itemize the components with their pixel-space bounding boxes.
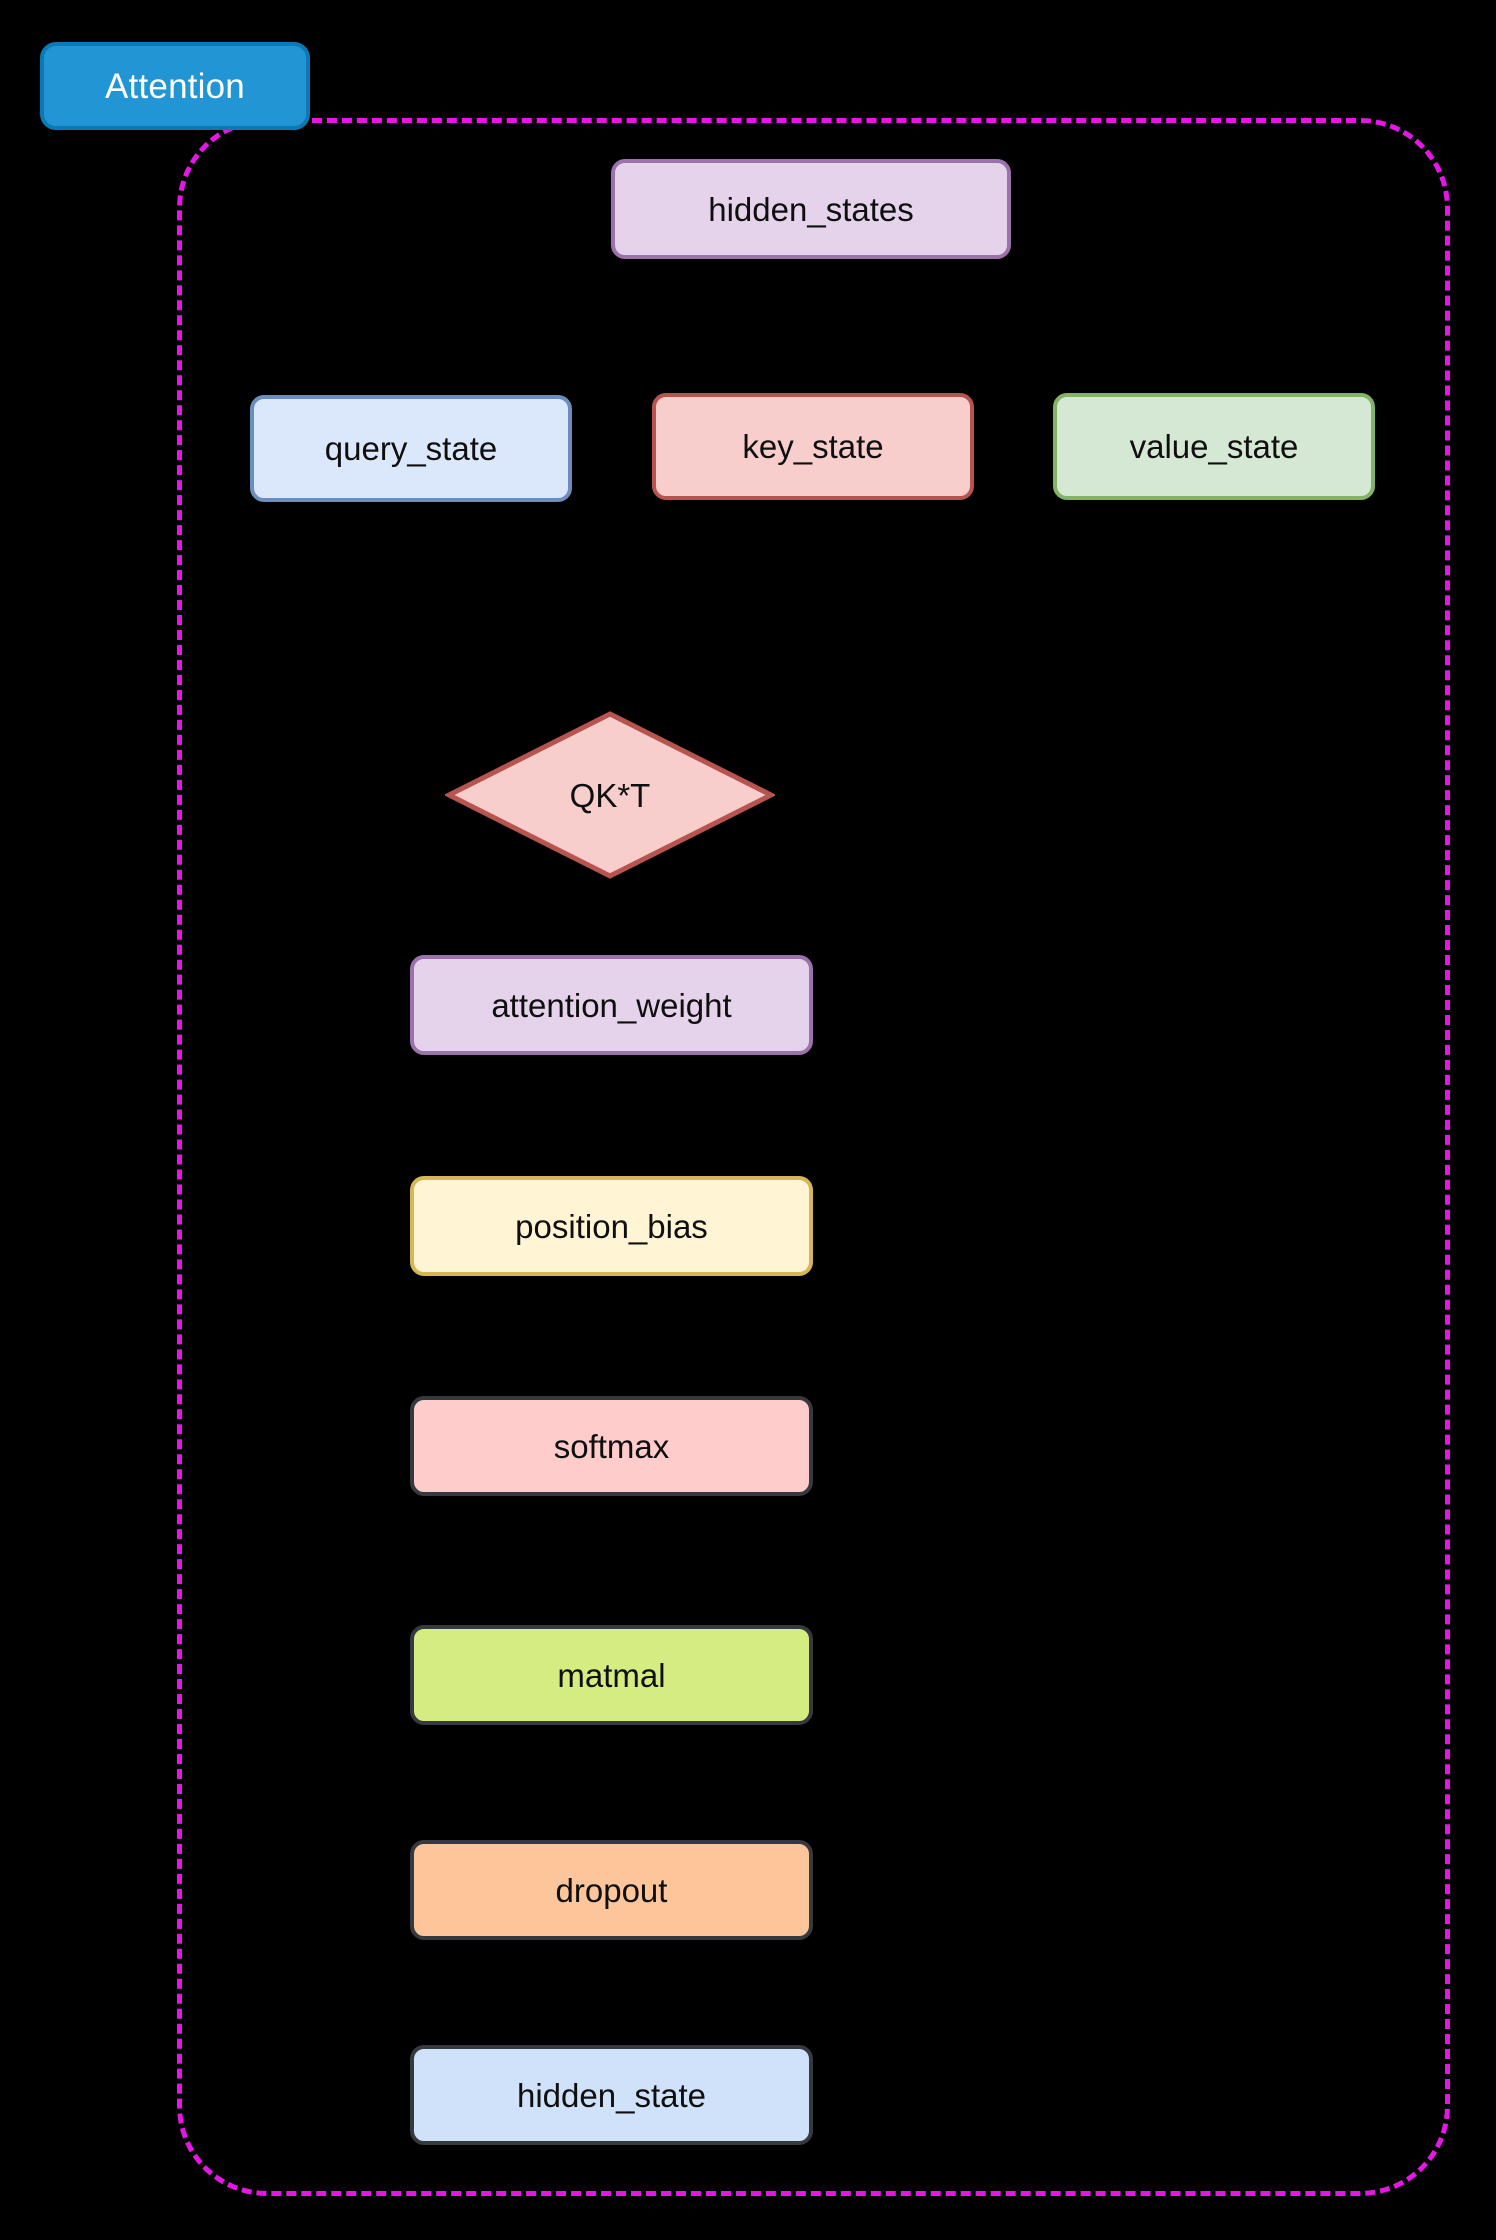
node-label: attention_weight (491, 986, 732, 1024)
node-label: softmax (553, 1427, 670, 1465)
node-softmax[interactable]: softmax (410, 1396, 813, 1496)
node-qkt[interactable]: QK*T (445, 710, 775, 880)
node-attention-weight[interactable]: attention_weight (410, 955, 813, 1055)
node-label: position_bias (515, 1207, 708, 1245)
node-label: query_state (324, 430, 498, 467)
node-query-state[interactable]: query_state (250, 395, 572, 502)
node-label: matmal (557, 1656, 666, 1694)
node-label: hidden_state (517, 2076, 706, 2114)
node-matmal[interactable]: matmal (410, 1625, 813, 1725)
diamond-shape (445, 711, 775, 879)
node-dropout[interactable]: dropout (410, 1840, 813, 1940)
node-label: value_state (1129, 428, 1299, 465)
attention-subgraph-boundary (177, 118, 1450, 2196)
node-key-state[interactable]: key_state (652, 393, 974, 500)
node-hidden-states[interactable]: hidden_states (611, 159, 1011, 259)
node-value-state[interactable]: value_state (1053, 393, 1375, 500)
node-position-bias[interactable]: position_bias (410, 1176, 813, 1276)
node-hidden-state[interactable]: hidden_state (410, 2045, 813, 2145)
subgraph-title-attention[interactable]: Attention (40, 42, 310, 130)
subgraph-title-label: Attention (105, 66, 245, 106)
node-label: hidden_states (708, 190, 914, 228)
node-label: dropout (555, 1871, 668, 1909)
node-label: QK*T (569, 776, 651, 814)
node-qkt-label-wrap: QK*T (445, 710, 775, 880)
node-label: key_state (742, 428, 884, 465)
